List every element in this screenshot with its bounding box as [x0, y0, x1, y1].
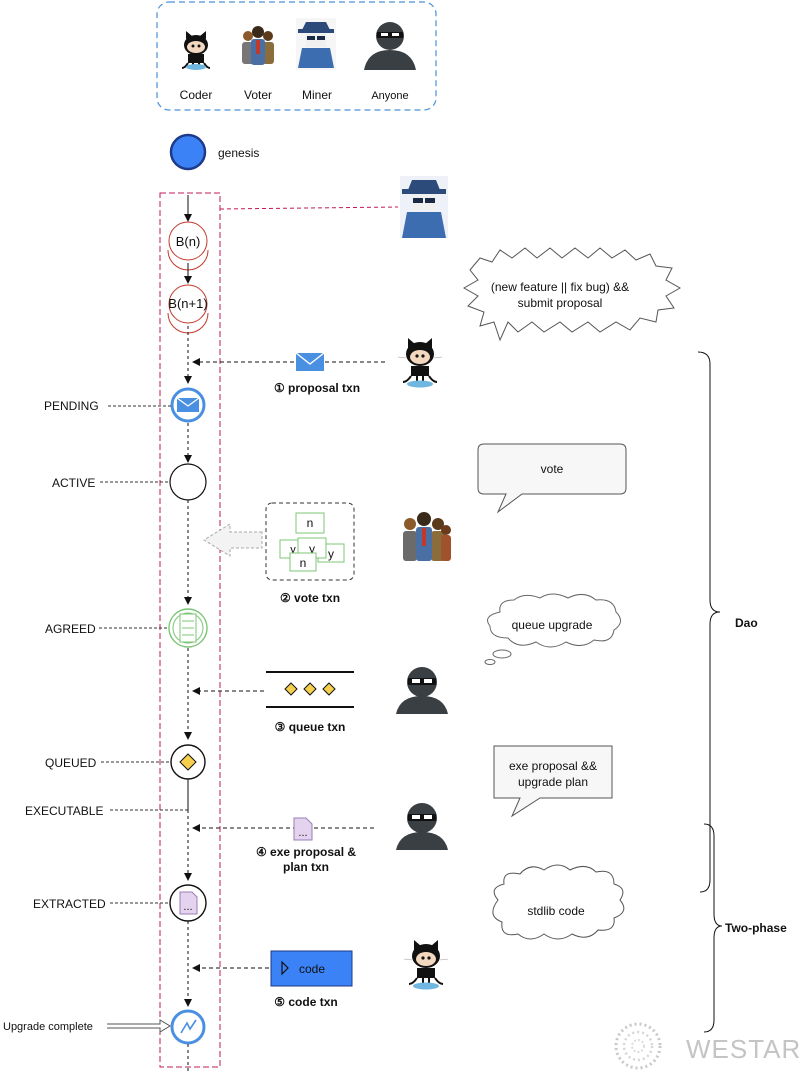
svg-text:B(n+1): B(n+1) [168, 296, 207, 311]
role-label-voter: Voter [244, 88, 272, 102]
role-label-miner: Miner [302, 88, 332, 102]
agreed-node [168, 608, 208, 648]
svg-text:...: ... [298, 827, 307, 839]
document-icon: ... [293, 817, 313, 841]
genesis-label: genesis [218, 146, 259, 160]
stdlib-speech-bubble: stdlib code [492, 864, 625, 940]
role-label-anyone: Anyone [371, 90, 408, 102]
westar-brand: WESTAR [686, 1034, 801, 1064]
svg-text:upgrade plan: upgrade plan [518, 775, 588, 789]
state-active: ACTIVE [52, 476, 95, 490]
svg-text:exe proposal &&: exe proposal && [509, 759, 597, 773]
vote-speech-bubble: vote [477, 443, 627, 514]
masked-person-icon [364, 22, 416, 70]
svg-text:y: y [328, 547, 334, 561]
svg-text:...: ... [183, 901, 192, 913]
miner-icon [296, 18, 336, 70]
two-phase-brace [703, 823, 723, 1033]
vote-txn-box: n y y y n [265, 502, 355, 581]
chain-box [159, 192, 221, 1068]
code-button[interactable]: code [270, 950, 353, 987]
state-queued: QUEUED [45, 756, 97, 770]
upgrade-complete-node [170, 1009, 206, 1045]
pending-node [170, 387, 206, 423]
voters-icon [242, 26, 274, 65]
exe-txn-label-2: plan txn [283, 860, 329, 874]
phase-dao: Dao [735, 616, 758, 630]
state-upgrade-complete: Upgrade complete [3, 1021, 93, 1033]
queue-txn-label: ③ queue txn [275, 720, 346, 734]
queued-node [170, 744, 206, 780]
coder-octocat-icon [181, 31, 211, 70]
exe-proposal-speech-bubble: exe proposal && upgrade plan [493, 745, 613, 818]
code-txn-label: ⑤ code txn [274, 995, 337, 1009]
block-b-n: B(n) [167, 221, 209, 271]
phase-two-phase: Two-phase [725, 921, 787, 935]
westar-logo-icon [614, 1022, 662, 1070]
proposal-txn-label: ① proposal txn [274, 381, 360, 395]
state-extracted: EXTRACTED [33, 897, 106, 911]
svg-text:(new feature || fix bug) &&: (new feature || fix bug) && [491, 280, 629, 294]
svg-text:n: n [307, 516, 314, 530]
code-button-label: code [299, 962, 325, 976]
vote-txn-label: ② vote txn [280, 591, 340, 605]
exe-txn-label-1: ④ exe proposal & [256, 845, 356, 859]
coder-code-icon [403, 940, 449, 990]
queue-txn-icon [266, 671, 354, 708]
state-agreed: AGREED [45, 622, 96, 636]
svg-text:submit proposal: submit proposal [518, 296, 603, 310]
svg-text:n: n [300, 556, 307, 570]
queue-upgrade-thought-bubble: queue upgrade [484, 593, 621, 665]
genesis-node [169, 133, 207, 171]
active-node [169, 463, 207, 501]
anyone-queue-icon [396, 667, 448, 714]
svg-text:stdlib code: stdlib code [527, 904, 585, 918]
miner-link-line [219, 206, 399, 210]
dao-brace [697, 351, 721, 893]
svg-text:queue upgrade: queue upgrade [512, 618, 593, 632]
vote-hollow-arrow [203, 523, 263, 557]
envelope-icon [295, 352, 325, 371]
miner-right-icon [400, 176, 448, 238]
state-executable: EXECUTABLE [25, 804, 103, 818]
voters-right-icon [403, 512, 451, 561]
block-b-n-plus-1: B(n+1) [167, 284, 209, 334]
svg-text:vote: vote [541, 462, 564, 476]
role-label-coder: Coder [180, 88, 213, 102]
state-pending: PENDING [44, 399, 99, 413]
anyone-exe-icon [396, 803, 448, 850]
roles-box: Coder Voter Miner Anyone [156, 1, 437, 111]
svg-text:B(n): B(n) [176, 234, 201, 249]
extracted-node: ... [169, 884, 207, 922]
coder-proposal-icon [397, 338, 443, 388]
proposal-speech-bubble: (new feature || fix bug) && submit propo… [462, 247, 682, 342]
svg-text:y: y [309, 542, 315, 556]
svg-text:y: y [290, 544, 296, 556]
